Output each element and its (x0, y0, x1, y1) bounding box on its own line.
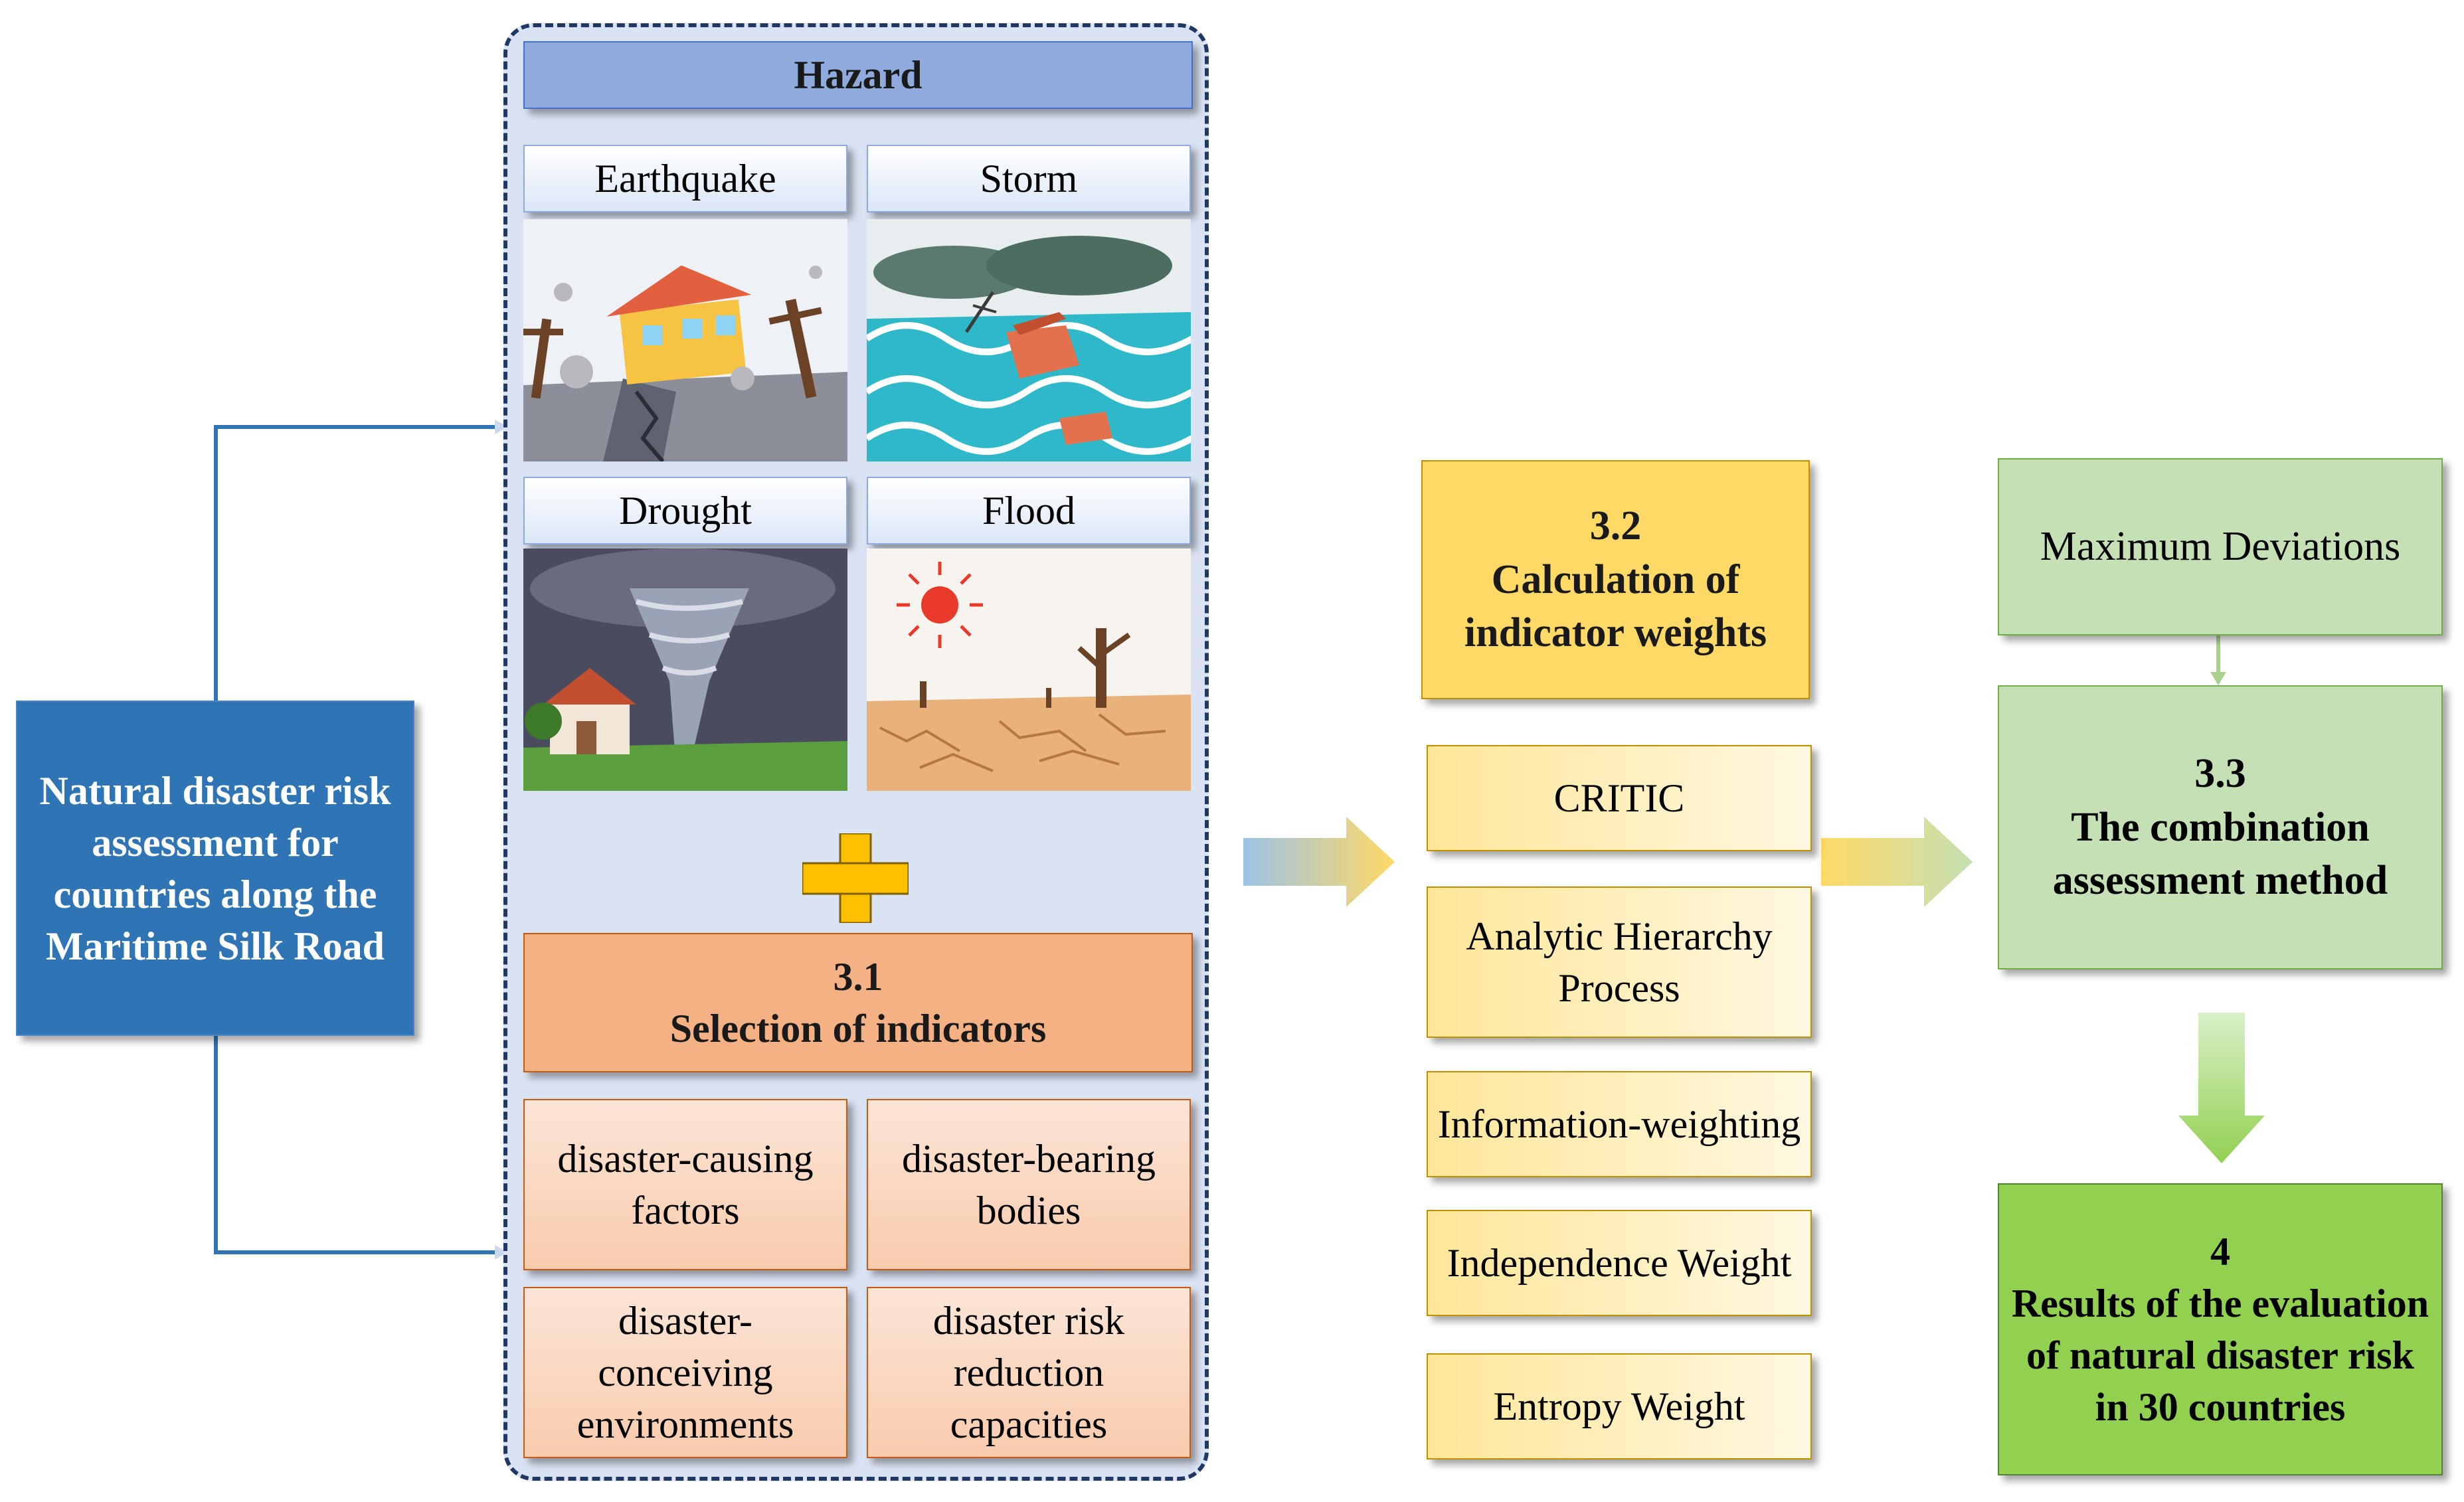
weight-method-independence: Independence Weight (1427, 1210, 1812, 1316)
indicator-item: disaster risk reduction capacities (867, 1287, 1191, 1458)
main-topic-box: Natural disaster risk assessment for cou… (16, 701, 414, 1036)
combination-title: The combination assessment method (2052, 804, 2388, 904)
selection-title: Selection of indicators (669, 1007, 1047, 1050)
arrow-maxdev-to-combination (2210, 635, 2226, 685)
results-box: 4 Results of the evaluation of natural d… (1998, 1183, 2443, 1475)
tornado-illustration (523, 548, 847, 791)
results-title: Results of the evaluation of natural dis… (2011, 1282, 2429, 1429)
indicator-item: disaster-conceiving environments (523, 1287, 847, 1458)
max-deviations-box: Maximum Deviations (1998, 458, 2443, 635)
plus-icon (802, 833, 909, 923)
weight-method-critic: CRITIC (1427, 745, 1812, 851)
combination-box: 3.3 The combination assessment method (1998, 685, 2443, 969)
storm-label: Storm (867, 145, 1191, 212)
earthquake-illustration (523, 219, 847, 461)
selection-header: 3.1 Selection of indicators (523, 933, 1193, 1072)
weight-method-ahp: Analytic Hierarchy Process (1427, 886, 1812, 1038)
weights-title: Calculation of indicator weights (1464, 556, 1767, 656)
earthquake-label: Earthquake (523, 145, 847, 212)
storm-illustration (867, 219, 1191, 461)
hazard-header: Hazard (523, 41, 1193, 109)
arrow-to-combination (1821, 817, 1973, 907)
arrow-to-weights (1243, 817, 1395, 907)
results-number: 4 (2210, 1230, 2230, 1274)
main-topic-text: Natural disaster risk assessment for cou… (39, 768, 391, 968)
bracket-connector (214, 420, 508, 1260)
flood-label: Flood (867, 477, 1191, 544)
combination-number: 3.3 (2194, 751, 2246, 797)
indicator-item: disaster-causing factors (523, 1099, 847, 1270)
drought-illustration (867, 548, 1191, 791)
selection-number: 3.1 (833, 955, 883, 999)
weight-method-information: Information-weighting (1427, 1071, 1812, 1177)
indicator-item: disaster-bearing bodies (867, 1099, 1191, 1270)
drought-label: Drought (523, 477, 847, 544)
weights-number: 3.2 (1589, 503, 1642, 549)
weights-header: 3.2 Calculation of indicator weights (1421, 460, 1810, 699)
arrow-to-results (2178, 1013, 2265, 1163)
weight-method-entropy: Entropy Weight (1427, 1353, 1812, 1460)
hazard-title: Hazard (794, 53, 923, 97)
